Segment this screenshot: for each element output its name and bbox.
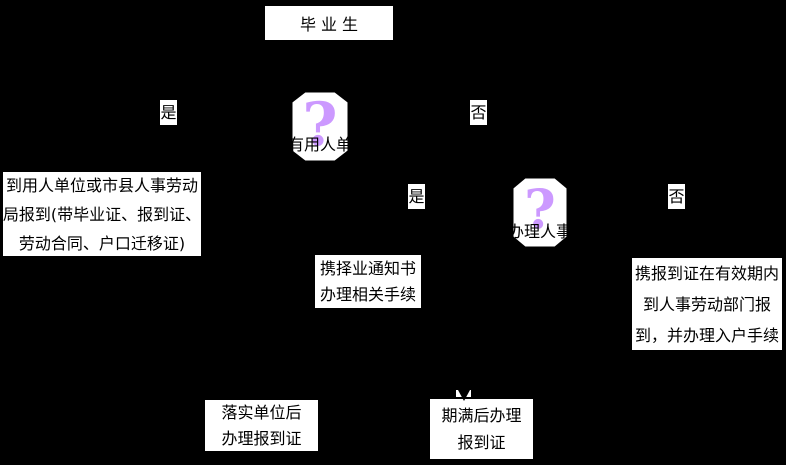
start-node-label: 毕业生 [299,15,363,34]
process-unit-implemented: 落实单位后 办理报到证 [203,398,320,453]
process-report-within-validity: 携报到证在有效期内 到人事劳动部门报 到，并办理入户手续 [630,256,784,352]
process-report-to-employer: 到用人单位或市县人事劳动 局报到(带毕业证、报到证、 劳动合同、户口迁移证) [1,170,203,258]
question-mark-icon: ? [302,90,338,160]
process-career-notice: 携择业通知书 办理相关手续 [313,253,423,310]
process-line: 到，并办理入户手续 [634,325,779,345]
process-line: 落实单位后 [221,402,302,422]
decision-shape [291,91,349,162]
process-line: 劳动合同、户口迁移证) [18,233,186,253]
process-line: 到用人单位或市县人事劳动 [5,175,198,195]
branch-label-no-2: 否 [668,184,685,209]
process-line: 办理报到证 [221,428,302,448]
arrowhead-icon [458,390,470,401]
decision-shape [512,177,568,248]
question-mark-icon: ? [524,177,556,241]
process-expiry-report: 期满后办理 报到证 [428,397,535,461]
process-line: 携报到证在有效期内 [634,263,779,283]
process-line: 到人事劳动部门报 [642,294,771,314]
process-line: 办理相关手续 [319,284,416,304]
branch-label-no-1: 否 [470,100,487,125]
process-line: 期满后办理 [441,406,522,425]
decision-employer-label: 有用人单 [287,135,353,154]
process-line: 报到证 [457,433,506,452]
decision-employer: ? 有用人单 [287,90,353,162]
branch-label-yes-2: 是 [408,184,425,209]
branch-label-yes-1: 是 [160,100,177,125]
process-line: 局报到(带毕业证、报到证、 [2,204,202,224]
decision-agency-label: 办理人事 [507,222,573,241]
decision-personnel-agency: ? 办理人事 [508,177,572,248]
process-line: 携择业通知书 [319,258,416,278]
start-node-graduate: 毕业生 [263,4,395,42]
